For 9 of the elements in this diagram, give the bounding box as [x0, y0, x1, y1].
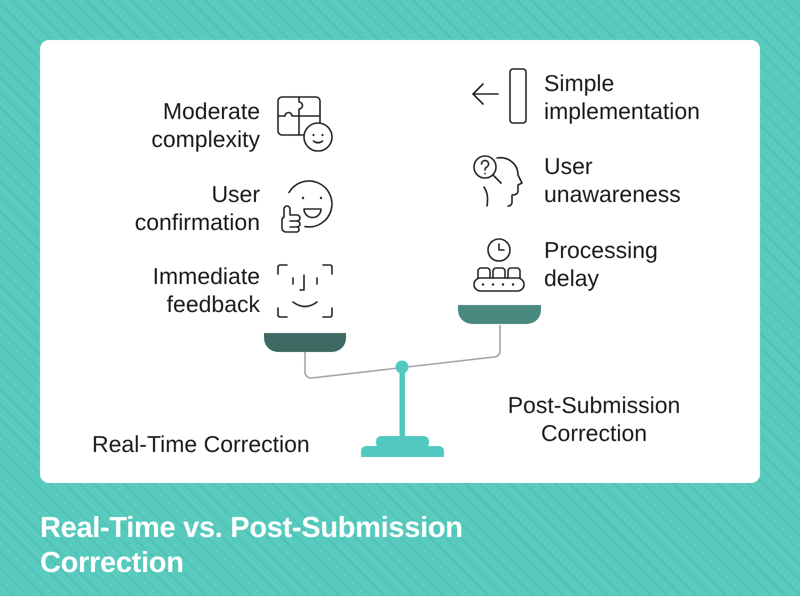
scale-side-label: Real-Time Correction: [92, 430, 311, 458]
diagram-title: Real-Time vs. Post-Submission Correction: [40, 511, 464, 581]
feature-label: Processing delay: [544, 236, 659, 292]
feature-label: User unawareness: [544, 152, 682, 208]
feature-label: Moderate complexity: [150, 97, 260, 153]
feature-label: User confirmation: [134, 180, 260, 236]
scale-side-label: Post-Submission Correction: [506, 391, 682, 447]
feature-label: Immediate feedback: [152, 262, 260, 318]
feature-label: Simple implementation: [544, 69, 701, 125]
